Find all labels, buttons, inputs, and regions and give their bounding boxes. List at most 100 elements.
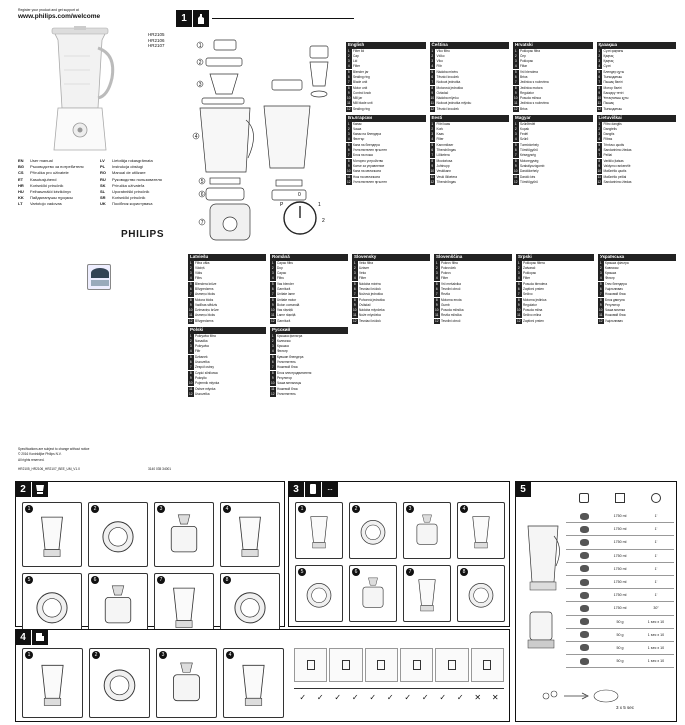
- part-name: Gumb: [441, 302, 450, 307]
- part-name: Uszczelka: [195, 360, 210, 365]
- part-name: Rezila: [441, 292, 450, 297]
- part-number: 1: [513, 48, 519, 54]
- part-number: 3: [429, 132, 435, 138]
- control-knob-diagram: 0 P 1 2: [280, 192, 325, 235]
- language-manual-title: Посібник користувача: [112, 201, 153, 207]
- part-name: Кана на блендера: [353, 142, 380, 147]
- part-name: Nasadka: [195, 338, 208, 343]
- part-name: Vāciņš: [195, 265, 205, 270]
- language-code: HU: [18, 189, 24, 195]
- part-name: Моторно устройство: [353, 158, 384, 163]
- section-3-number: 3: [288, 481, 304, 497]
- part-name: Dzbanek: [195, 354, 208, 359]
- part-number: 3: [188, 271, 194, 277]
- step-illustration: [41, 664, 64, 706]
- part-number: 5: [429, 142, 435, 148]
- part-number: 9: [598, 302, 604, 308]
- part-number: 11: [429, 101, 435, 107]
- svg-text:7: 7: [201, 220, 204, 226]
- language-code: LT: [18, 201, 23, 207]
- language-manual-title: Lietotāja rokasgrāmata: [112, 158, 153, 163]
- step-panel: 4: [223, 648, 284, 718]
- part-name: Nožová jednotka: [359, 292, 383, 297]
- part-number: 9: [270, 375, 276, 381]
- dishwasher-mark: ✓: [299, 693, 307, 702]
- part-name: Regulator: [523, 302, 537, 307]
- part-number: 4: [429, 137, 435, 143]
- section-1-rule: [212, 18, 354, 19]
- part-name: Регулятор: [277, 375, 292, 380]
- step-illustration: [239, 516, 261, 557]
- knob-label-off: 0: [298, 192, 301, 198]
- section-1-number: 1: [176, 10, 192, 27]
- part-number: 7: [429, 80, 435, 86]
- part-name: Motorna jedinica: [523, 297, 547, 302]
- part-number: 7: [434, 292, 440, 298]
- part-name: Fedél: [520, 132, 528, 137]
- part-name: Nádoba mlynčeka: [359, 308, 385, 313]
- part-name: Фильтр: [277, 349, 288, 354]
- part-name: Filtr: [195, 349, 201, 354]
- part-name: Кувшин блендера: [277, 354, 304, 359]
- part-name: Уплотнитель: [277, 360, 296, 365]
- svg-text:1: 1: [199, 43, 202, 49]
- language-code: BG: [18, 164, 24, 170]
- part-number: 6: [434, 286, 440, 292]
- step-illustration: [170, 514, 198, 553]
- part-name: Pokrov filtra: [441, 260, 458, 265]
- part-number: 8: [188, 297, 194, 303]
- part-number: 7: [346, 80, 352, 86]
- part-name: Víčko: [436, 53, 445, 58]
- part-name: Сүзгі: [603, 64, 611, 69]
- svg-text:5: 5: [201, 179, 204, 185]
- part-name: Filter: [436, 137, 444, 142]
- mill-icon: [310, 484, 316, 494]
- part-name: Dangtis: [603, 132, 615, 137]
- part-number: 12: [270, 318, 276, 324]
- language-manual-title: Руководство пользователя: [112, 176, 162, 182]
- step-panel: 8: [220, 573, 280, 638]
- part-name: Filtra vāks: [195, 260, 210, 265]
- part-number: 5: [270, 281, 276, 287]
- svg-text:4: 4: [195, 134, 198, 140]
- part-number: 2: [352, 265, 358, 271]
- part-name: Zaptivni prsten: [523, 286, 544, 291]
- website-url[interactable]: www.philips.com/welcome: [18, 13, 101, 21]
- part-name: Mootoriosa: [436, 158, 453, 163]
- part-number: 2: [516, 265, 522, 271]
